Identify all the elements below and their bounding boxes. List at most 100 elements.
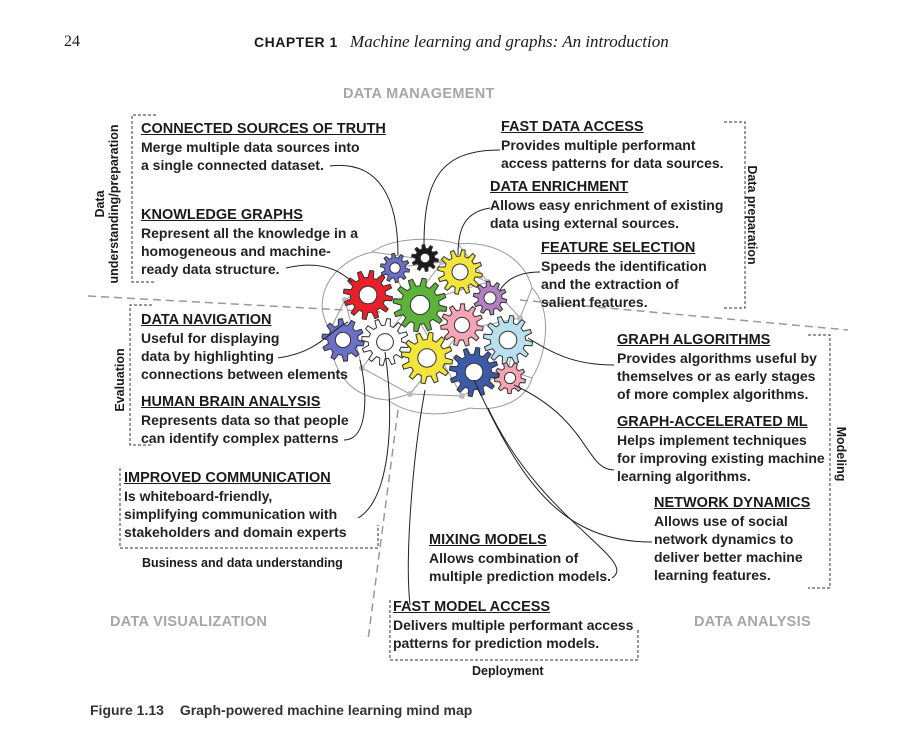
side-label-data-understanding: Data understanding/preparation — [93, 119, 121, 289]
side-label-evaluation: Evaluation — [113, 348, 127, 412]
figure-number: Figure 1.13 — [90, 702, 164, 718]
desc-line: data using external sources. — [490, 215, 680, 231]
desc-line: patterns for prediction models. — [393, 635, 600, 651]
desc-line: multiple prediction models. — [429, 568, 612, 584]
group-brackets — [119, 114, 831, 661]
connector-graph-ml — [513, 384, 615, 471]
desc-line: Provides algorithms useful by — [617, 350, 817, 366]
connector-fast-data-access — [423, 149, 501, 246]
divider-right — [519, 299, 849, 331]
block-graph-algorithms: GRAPH ALGORITHMS Provides algorithms use… — [617, 331, 817, 403]
quadrant-data-management: DATA MANAGEMENT — [343, 86, 495, 102]
block-title: NETWORK DYNAMICS — [654, 495, 811, 511]
block-title: MIXING MODELS — [429, 532, 547, 548]
connector-feature-selection — [499, 271, 541, 291]
bracket-business — [119, 468, 379, 549]
node — [459, 393, 465, 399]
block-desc: Represents data so that people can ident… — [141, 411, 349, 447]
connector-network-dynamics — [473, 379, 653, 543]
block-desc: Is whiteboard-friendly, simplifying comm… — [124, 487, 347, 541]
connector-connected-sources — [329, 164, 399, 256]
desc-line: Merge multiple data sources into — [141, 139, 360, 155]
block-network-dynamics: NETWORK DYNAMICS Allows use of social ne… — [654, 494, 810, 584]
desc-line: learning algorithms. — [617, 468, 751, 484]
side-label-line2: understanding/preparation — [107, 124, 121, 284]
block-fast-model-access: FAST MODEL ACCESS Delivers multiple perf… — [393, 598, 633, 652]
gear-hub — [464, 362, 484, 382]
block-data-enrichment: DATA ENRICHMENT Allows easy enrichment o… — [490, 178, 723, 232]
desc-line: and the extraction of — [541, 276, 679, 292]
desc-line: ready data structure. — [141, 261, 280, 277]
block-title: GRAPH ALGORITHMS — [617, 332, 771, 348]
desc-line: can identify complex patterns — [141, 430, 339, 446]
desc-line: Provides multiple performant — [501, 137, 696, 153]
connector-improved-comm — [357, 351, 391, 519]
group-label-deployment: Deployment — [472, 664, 544, 678]
connector-graph-algorithms — [527, 337, 615, 366]
quadrant-dividers — [87, 295, 849, 641]
block-desc: Allows easy enrichment of existing data … — [490, 196, 723, 232]
block-title: IMPROVED COMMUNICATION — [124, 470, 331, 486]
desc-line: salient features. — [541, 294, 648, 310]
desc-line: Represent all the knowledge in a — [141, 225, 359, 241]
bracket-evaluation — [129, 304, 152, 446]
bracket-modeling — [808, 334, 831, 589]
desc-line: learning features. — [654, 567, 771, 583]
gear-hub — [358, 285, 378, 305]
block-title: DATA NAVIGATION — [141, 312, 272, 328]
page-number: 24 — [64, 33, 80, 50]
block-fast-data-access: FAST DATA ACCESS Provides multiple perfo… — [501, 118, 724, 172]
block-title: FAST MODEL ACCESS — [393, 599, 551, 615]
block-desc: Merge multiple data sources into a singl… — [141, 138, 386, 174]
connector-data-navigation — [277, 321, 349, 359]
block-mixing-models: MIXING MODELS Allows combination of mult… — [429, 531, 611, 585]
block-feature-selection: FEATURE SELECTION Speeds the identificat… — [541, 239, 707, 311]
block-human-brain-analysis: HUMAN BRAIN ANALYSIS Represents data so … — [141, 393, 349, 447]
block-title: CONNECTED SOURCES OF TRUTH — [141, 121, 386, 137]
block-knowledge-graphs: KNOWLEDGE GRAPHS Represent all the knowl… — [141, 206, 358, 278]
gear-hub — [334, 331, 352, 349]
connector-mixing-models — [487, 407, 618, 579]
desc-line: for improving existing machine — [617, 450, 825, 466]
block-graph-accelerated-ml: GRAPH-ACCELERATED ML Helps implement tec… — [617, 413, 825, 485]
desc-line: homogeneous and machine- — [141, 243, 331, 259]
desc-line: stakeholders and domain experts — [124, 524, 347, 540]
block-title: FAST DATA ACCESS — [501, 119, 644, 135]
gear-hub — [376, 333, 394, 351]
bracket-data-preparation — [724, 121, 746, 309]
desc-line: simplifying communication with — [124, 506, 338, 522]
desc-line: data by highlighting — [141, 348, 274, 364]
block-title: GRAPH-ACCELERATED ML — [617, 414, 808, 430]
gear-hub — [453, 316, 471, 334]
side-label-line1: Data — [93, 190, 107, 218]
gear-hub — [417, 348, 437, 368]
block-improved-communication: IMPROVED COMMUNICATION Is whiteboard-fri… — [124, 469, 347, 541]
connector-fast-model-access — [407, 389, 426, 606]
desc-line: of more complex algorithms. — [617, 386, 809, 402]
desc-line: Helps implement techniques — [617, 432, 807, 448]
desc-line: Speeds the identification — [541, 258, 707, 274]
figure-caption: Figure 1.13 Graph-powered machine learni… — [90, 702, 472, 718]
desc-line: Useful for displaying — [141, 330, 280, 346]
bracket-deployment — [389, 600, 639, 661]
block-desc: Helps implement techniques for improving… — [617, 431, 825, 485]
gear-cluster — [321, 244, 534, 398]
desc-line: Delivers multiple performant access — [393, 617, 634, 633]
gear-hub — [419, 252, 431, 264]
block-title: DATA ENRICHMENT — [490, 179, 629, 195]
block-desc: Represent all the knowledge in a homogen… — [141, 224, 358, 278]
figure-caption-text: Graph-powered machine learning mind map — [179, 702, 473, 718]
quadrant-data-analysis: DATA ANALYSIS — [694, 614, 811, 630]
block-desc: Allows use of social network dynamics to… — [654, 512, 810, 584]
block-desc: Speeds the identification and the extrac… — [541, 257, 707, 311]
desc-line: network dynamics to — [654, 531, 794, 547]
bracket-data-understanding — [131, 114, 156, 283]
block-connected-sources: CONNECTED SOURCES OF TRUTH Merge multipl… — [141, 120, 386, 174]
gear-hub — [389, 262, 401, 274]
block-title: KNOWLEDGE GRAPHS — [141, 207, 303, 223]
gear-hub — [503, 371, 517, 385]
chapter-label: CHAPTER 1 — [254, 34, 338, 50]
gear-hub — [498, 330, 518, 350]
connector-knowledge-graphs — [285, 264, 353, 283]
side-label-data-preparation: Data preparation — [745, 165, 759, 265]
